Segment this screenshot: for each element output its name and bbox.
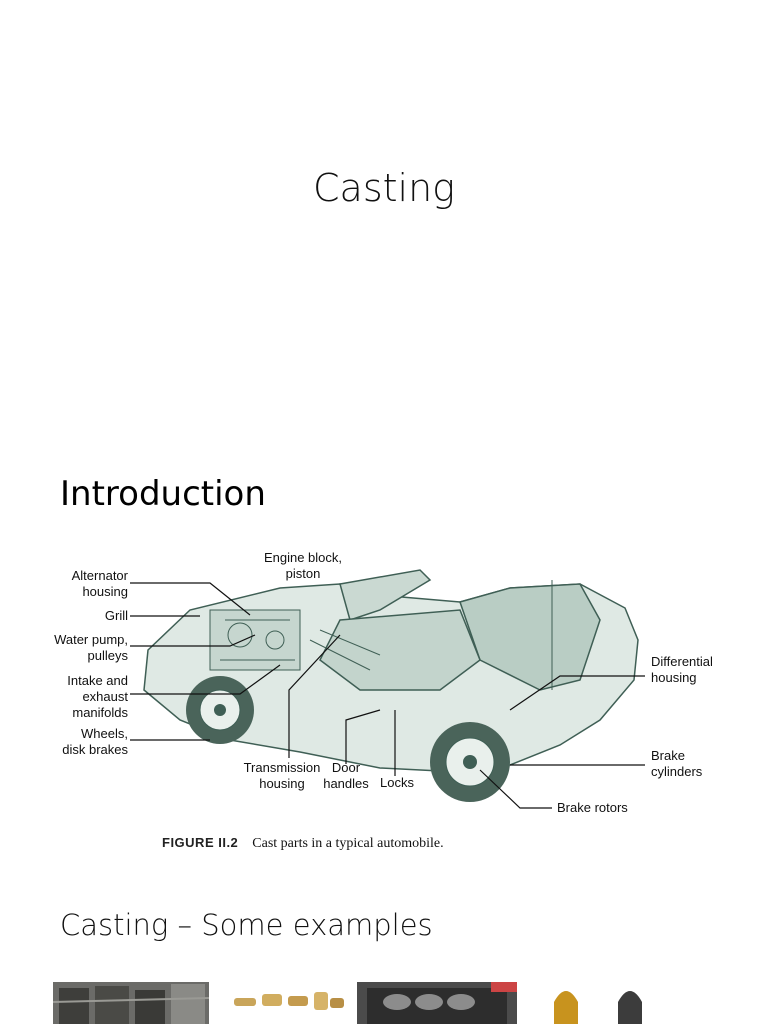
callout-locks: Locks xyxy=(380,775,414,790)
callout-brake-cylinders: Brake cylinders xyxy=(651,748,703,779)
leader-lines xyxy=(130,582,645,809)
rear-wheel xyxy=(430,722,510,802)
figure-caption: FIGURE II.2 Cast parts in a typical autom… xyxy=(162,835,444,852)
callout-door-handles: Door handles xyxy=(323,760,369,791)
callout-intake: Intake and exhaust manifolds xyxy=(67,673,128,720)
callout-wheels: Wheels, disk brakes xyxy=(62,726,128,757)
engine-bay xyxy=(209,609,381,671)
callout-brake-rotors: Brake rotors xyxy=(557,800,628,815)
callout-differential: Differential housing xyxy=(651,654,713,685)
figure-caption-text: Cast parts in a typical automobile. xyxy=(252,836,444,851)
examples-heading: Casting – Some examples xyxy=(60,908,433,942)
car-cutaway-figure: Engine block, piston Alternator housing … xyxy=(40,540,730,860)
callout-engine-block: Engine block, piston xyxy=(263,550,343,581)
photo-brass-fittings xyxy=(230,982,348,1024)
callout-water-pump: Water pump, pulleys xyxy=(54,632,128,663)
callout-grill: Grill xyxy=(104,608,128,623)
callout-alternator: Alternator housing xyxy=(71,568,128,599)
figure-label: FIGURE II.2 xyxy=(162,835,239,850)
car-illustration xyxy=(130,569,645,809)
photo-bullet-shapes xyxy=(540,982,660,1024)
introduction-heading: Introduction xyxy=(60,474,266,514)
slide-title: Casting xyxy=(313,166,455,210)
photo-engine-block xyxy=(357,982,517,1024)
front-wheel xyxy=(186,676,254,744)
callout-transmission: Transmission housing xyxy=(243,760,321,791)
photo-cast-parts-pile xyxy=(53,982,209,1024)
